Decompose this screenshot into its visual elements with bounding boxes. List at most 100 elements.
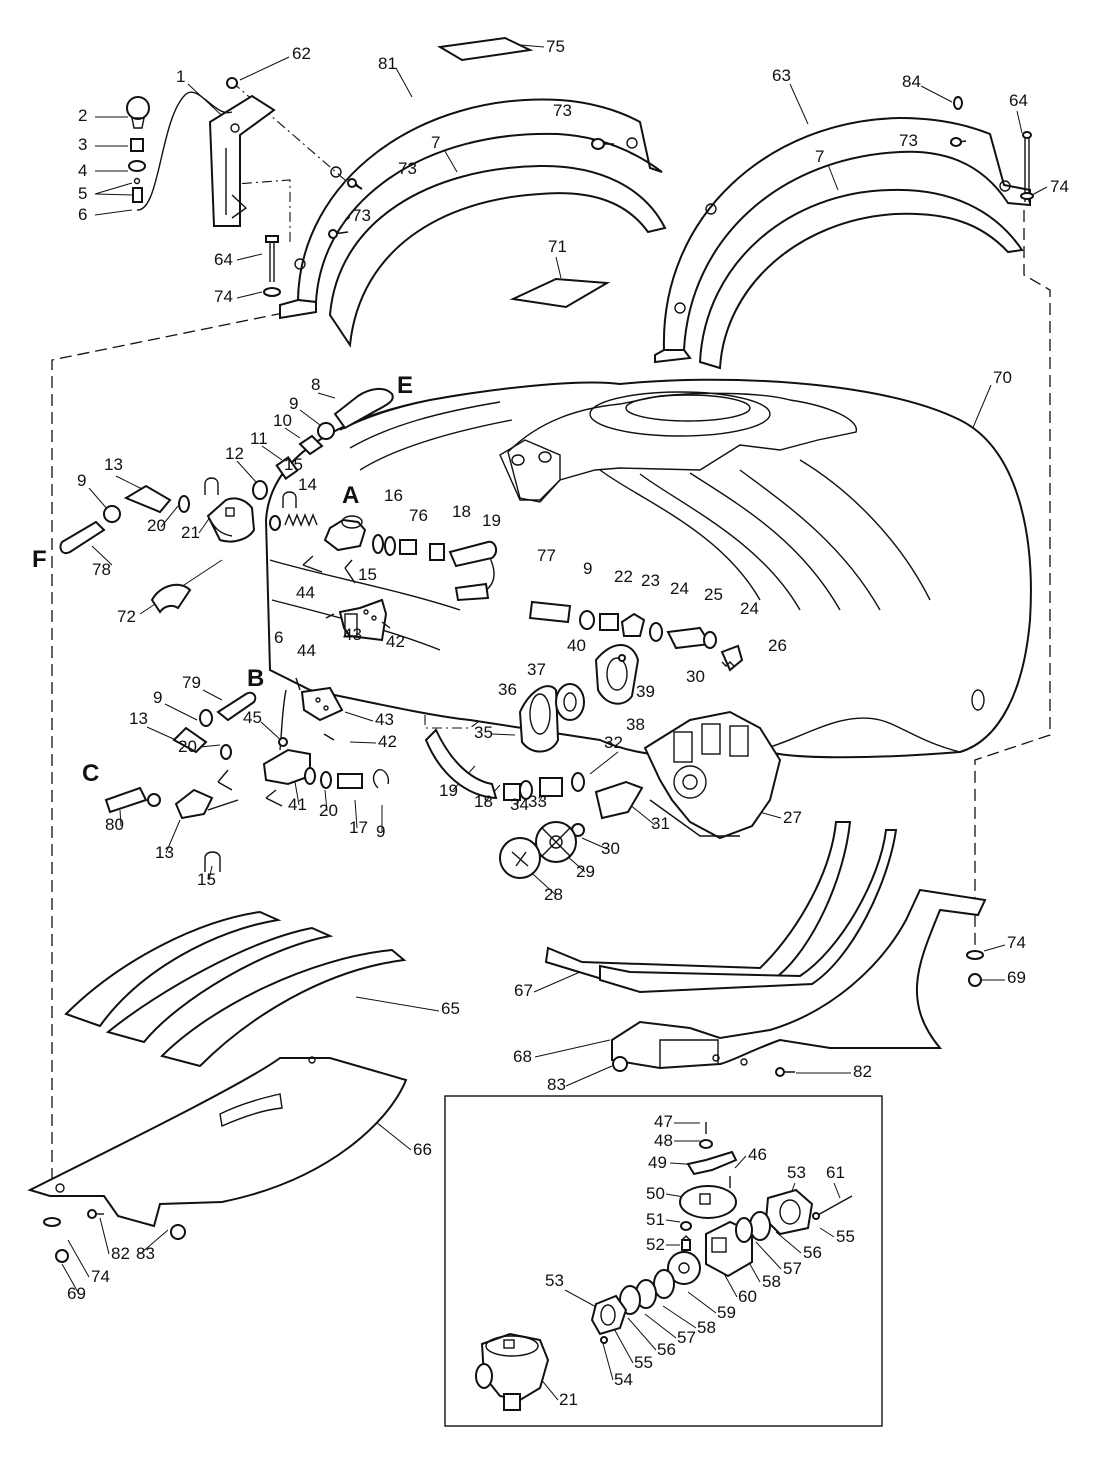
- fender-right: [698, 188, 1024, 370]
- part-label-11: 11: [250, 429, 268, 448]
- part-label-22: 22: [614, 567, 633, 586]
- part-label-48: 48: [654, 1131, 673, 1150]
- part-label-46: 46: [748, 1145, 767, 1164]
- part-label-71: 71: [548, 237, 567, 256]
- part-label-6: 6: [274, 628, 283, 647]
- part-label-9: 9: [289, 394, 298, 413]
- part-label-15: 15: [284, 455, 303, 474]
- part-label-4: 4: [78, 161, 87, 180]
- support-frame-68: [611, 888, 987, 1070]
- part-label-15: 15: [358, 565, 377, 584]
- part-label-74: 74: [1050, 177, 1069, 196]
- part-label-52: 52: [646, 1235, 665, 1254]
- tank-strap-81: [279, 98, 663, 320]
- callout-letter-E: E: [397, 372, 413, 399]
- part-label-42: 42: [386, 632, 405, 651]
- callout-letter-B: B: [247, 665, 264, 692]
- part-label-73: 73: [352, 206, 371, 225]
- part-label-65: 65: [441, 999, 460, 1018]
- part-label-20: 20: [178, 737, 197, 756]
- part-label-58: 58: [697, 1318, 716, 1337]
- part-label-28: 28: [544, 885, 563, 904]
- part-label-15: 15: [197, 870, 216, 889]
- part-label-19: 19: [439, 781, 458, 800]
- part-label-16: 16: [384, 486, 403, 505]
- part-label-9: 9: [77, 471, 86, 490]
- part-label-9: 9: [153, 688, 162, 707]
- part-label-43: 43: [375, 710, 394, 729]
- part-label-72: 72: [117, 607, 136, 626]
- part-label-80: 80: [105, 815, 124, 834]
- part-label-50: 50: [646, 1184, 665, 1203]
- part-label-2: 2: [78, 106, 87, 125]
- part-label-60: 60: [738, 1287, 757, 1306]
- fender-left: [328, 164, 667, 348]
- part-label-73: 73: [899, 131, 918, 150]
- part-label-45: 45: [243, 708, 262, 727]
- part-label-79: 79: [182, 673, 201, 692]
- part-label-13: 13: [104, 455, 123, 474]
- part-label-36: 36: [498, 680, 517, 699]
- part-label-9: 9: [376, 822, 385, 841]
- part-label-17: 17: [349, 818, 368, 837]
- part-label-84: 84: [902, 72, 921, 91]
- part-label-26: 26: [768, 636, 787, 655]
- part-label-77: 77: [537, 546, 556, 565]
- part-label-12: 12: [225, 444, 244, 463]
- hardware-top: [226, 77, 1034, 297]
- part-label-54: 54: [614, 1370, 633, 1389]
- part-label-5: 5: [78, 184, 87, 203]
- part-label-64: 64: [1009, 91, 1028, 110]
- gauge-assembly: [126, 91, 233, 211]
- spray-tank-70: [264, 378, 1032, 759]
- part-label-27: 27: [783, 808, 802, 827]
- part-label-43: 43: [343, 625, 362, 644]
- part-label-62: 62: [292, 44, 311, 63]
- support-frame-67: [544, 821, 898, 994]
- part-label-20: 20: [147, 516, 166, 535]
- part-label-25: 25: [704, 585, 723, 604]
- part-label-24: 24: [670, 579, 689, 598]
- part-label-76: 76: [409, 506, 428, 525]
- part-label-81: 81: [378, 54, 397, 73]
- part-label-44: 44: [297, 641, 316, 660]
- plumbing-upper: [59, 388, 744, 672]
- part-label-37: 37: [527, 660, 546, 679]
- part-label-21: 21: [559, 1390, 578, 1409]
- part-label-13: 13: [155, 843, 174, 862]
- part-label-7: 7: [815, 147, 824, 166]
- part-label-3: 3: [78, 135, 87, 154]
- part-label-74: 74: [214, 287, 233, 306]
- part-label-82: 82: [853, 1062, 872, 1081]
- part-label-70: 70: [993, 368, 1012, 387]
- part-label-66: 66: [413, 1140, 432, 1159]
- part-label-53: 53: [787, 1163, 806, 1182]
- part-label-9: 9: [583, 559, 592, 578]
- part-label-83: 83: [136, 1244, 155, 1263]
- part-label-33: 33: [528, 792, 547, 811]
- part-label-73: 73: [553, 101, 572, 120]
- part-label-42: 42: [378, 732, 397, 751]
- valve-exploded-inset: [444, 1095, 883, 1427]
- part-label-56: 56: [803, 1243, 822, 1262]
- part-label-51: 51: [646, 1210, 665, 1229]
- part-label-82: 82: [111, 1244, 130, 1263]
- part-label-21: 21: [181, 523, 200, 542]
- part-label-41: 41: [288, 795, 307, 814]
- part-label-55: 55: [634, 1353, 653, 1372]
- part-label-63: 63: [772, 66, 791, 85]
- part-label-58: 58: [762, 1272, 781, 1291]
- support-rails-65: [64, 910, 407, 1068]
- part-label-39: 39: [636, 682, 655, 701]
- part-label-35: 35: [474, 723, 493, 742]
- part-label-34: 34: [510, 795, 529, 814]
- part-label-69: 69: [67, 1284, 86, 1303]
- part-label-78: 78: [92, 560, 111, 579]
- decal-75: [437, 36, 534, 62]
- bracket-43-upper: [325, 598, 391, 642]
- part-label-20: 20: [319, 801, 338, 820]
- callout-letter-C: C: [82, 760, 99, 787]
- part-label-30: 30: [601, 839, 620, 858]
- part-label-69: 69: [1007, 968, 1026, 987]
